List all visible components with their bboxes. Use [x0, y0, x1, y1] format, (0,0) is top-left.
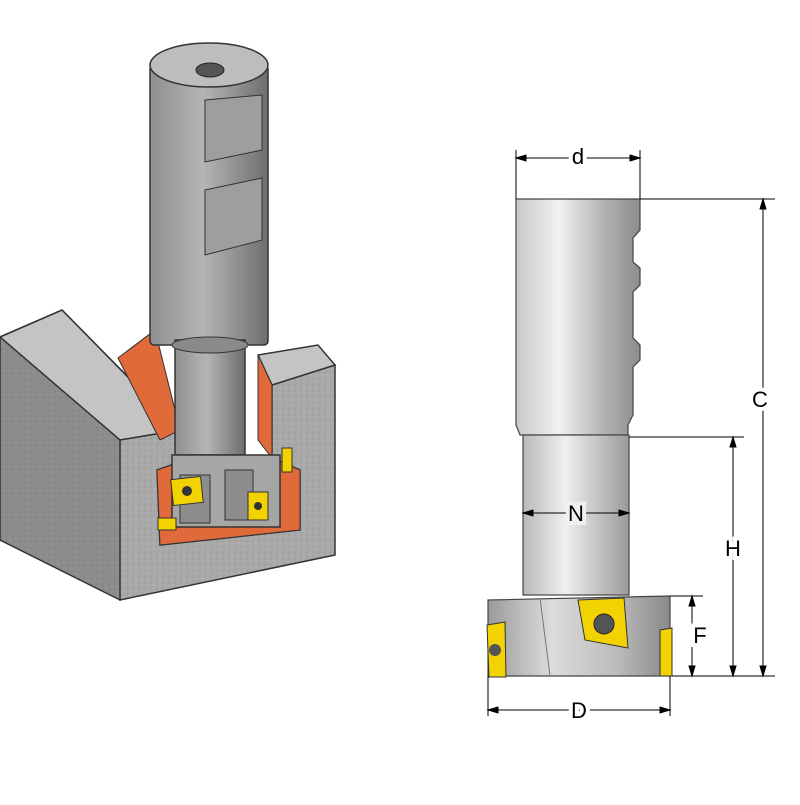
dimension-N — [521, 509, 631, 517]
cutter-in-workpiece-illustration — [0, 42, 337, 602]
dimension-C — [640, 197, 775, 678]
insert-front-small — [157, 517, 177, 531]
drawing-insert-center-screw — [593, 613, 615, 635]
neck — [174, 339, 246, 456]
dimension-d — [514, 150, 642, 199]
dimension-H — [629, 435, 744, 678]
drawing-insert-left-screw — [489, 644, 501, 656]
dimension-F — [670, 594, 703, 678]
insert-left-screw — [182, 486, 192, 496]
label-F: F — [693, 623, 706, 648]
head-flute-line — [539, 597, 551, 677]
label-N: N — [568, 501, 584, 526]
drawing-neck — [522, 434, 630, 596]
shank-center-hole — [195, 62, 225, 78]
weldon-flat-lower — [204, 177, 263, 256]
label-H: H — [725, 536, 741, 561]
drawing-insert-right — [659, 627, 673, 677]
label-C: C — [752, 387, 768, 412]
dimension-D — [486, 676, 672, 716]
insert-right-screw — [254, 502, 262, 510]
label-D: D — [571, 698, 587, 723]
weldon-flat-upper — [204, 94, 263, 163]
drawing-shank — [515, 198, 641, 436]
insert-back — [281, 447, 293, 473]
neck-collar — [171, 336, 249, 354]
label-d: d — [572, 144, 584, 169]
cutter-dimension-drawing: d C H F — [486, 140, 775, 727]
